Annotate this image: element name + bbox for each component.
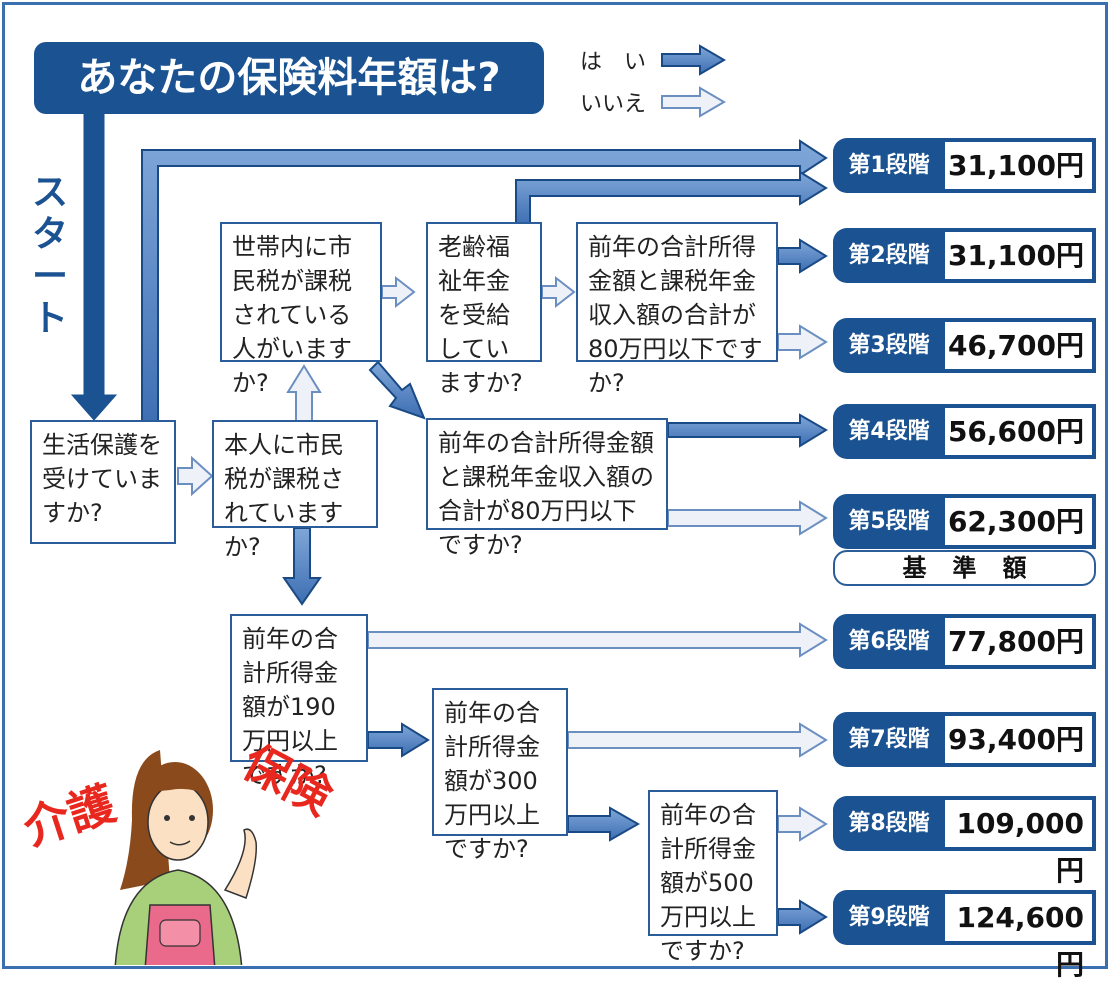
stage-7: 第7段階 93,400円 [833,712,1096,767]
stage-name: 第8段階 [848,811,930,836]
question-household-tax: 世帯内に市民税が課税されている人がいますか? [220,222,382,397]
no-arrow-selftax [286,364,322,423]
question-income-80-a: 前年の合計所得金額と課税年金収入額の合計が80万円以下ですか? [576,222,778,397]
stage-name: 第6段階 [848,629,930,654]
stage-name: 第7段階 [848,727,930,752]
outer-frame [2,2,1108,969]
stage-name: 第2段階 [848,243,930,268]
stage-1: 第1段階 31,100円 [833,138,1096,193]
yes-arrow-pension [515,170,828,226]
no-arrow-stage6 [367,622,828,658]
deco-text-left: 介護 [20,776,122,856]
stage-amount: 62,300円 [945,498,1092,545]
question-welfare: 生活保護を受けていますか? [30,420,176,544]
yes-arrow-300 [567,806,641,842]
stage-amount: 77,800円 [945,618,1092,665]
no-arrow-stage3 [777,324,828,360]
stage-6: 第6段階 77,800円 [833,614,1096,669]
question-income-500: 前年の合計所得金額が500万円以上ですか? [648,790,778,965]
stage-amount: 31,100円 [945,232,1092,279]
stage-amount: 46,700円 [945,322,1092,369]
yes-arrow-190 [367,722,430,758]
stage-4: 第4段階 56,600円 [833,404,1096,459]
stage-9: 第9段階 124,600円 [833,890,1096,981]
stage-amount: 93,400円 [945,716,1092,763]
question-income-190: 前年の合計所得金額が190万円以上ですか? [230,614,368,789]
yes-arrow-stage2 [777,238,828,274]
stage-5: 第5段階 62,300円 [833,494,1096,549]
no-arrow-stage5 [667,500,828,536]
no-arrow-household [381,275,416,309]
stage-name: 第4段階 [848,419,930,444]
stage-3: 第3段階 46,700円 [833,318,1096,373]
start-arrow [70,113,118,421]
question-pension: 老齢福祉年金を受給していますか? [426,222,542,397]
stage-2: 第2段階 31,100円 [833,228,1096,283]
deco-text-right: 保険 [234,734,341,825]
yes-arrow-stage4 [667,413,828,448]
legend-yes-arrow [661,44,726,76]
stage-amount: 56,600円 [945,408,1092,455]
stage-amount: 31,100円 [945,142,1092,189]
page-title: あなたの保険料年額は? [34,42,544,114]
stage-name: 第9段階 [848,905,930,930]
yes-arrow-selftax [282,527,322,606]
stage-name: 第5段階 [848,509,930,534]
base-amount-label: 基準額 [833,550,1096,586]
start-label: スタート [31,172,68,339]
legend-yes-label: は い [580,50,647,75]
stage-8: 第8段階 109,000円 [833,796,1096,887]
stage-name: 第1段階 [848,153,930,178]
yes-arrow-500 [777,899,828,935]
question-income-80-b: 前年の合計所得金額と課税年金収入額の合計が80万円以下ですか? [426,418,668,559]
question-self-tax: 本人に市民税が課税されていますか? [212,420,378,561]
question-income-300: 前年の合計所得金額が300万円以上ですか? [432,688,568,863]
no-arrow-pension [541,275,576,309]
legend-no-arrow [661,86,726,118]
stage-amount: 109,000円 [945,800,1092,887]
no-arrow-stage8 [777,806,828,842]
no-arrow-stage7 [567,722,828,758]
legend-no-label: いいえ [580,92,647,117]
no-arrow-welfare [177,455,214,497]
stage-name: 第3段階 [848,333,930,358]
yes-arrow-household [368,360,426,420]
stage-amount: 124,600円 [945,894,1092,981]
yes-arrow-welfare [141,139,828,426]
caregiver-illustration: 介護 保険 [20,734,342,965]
